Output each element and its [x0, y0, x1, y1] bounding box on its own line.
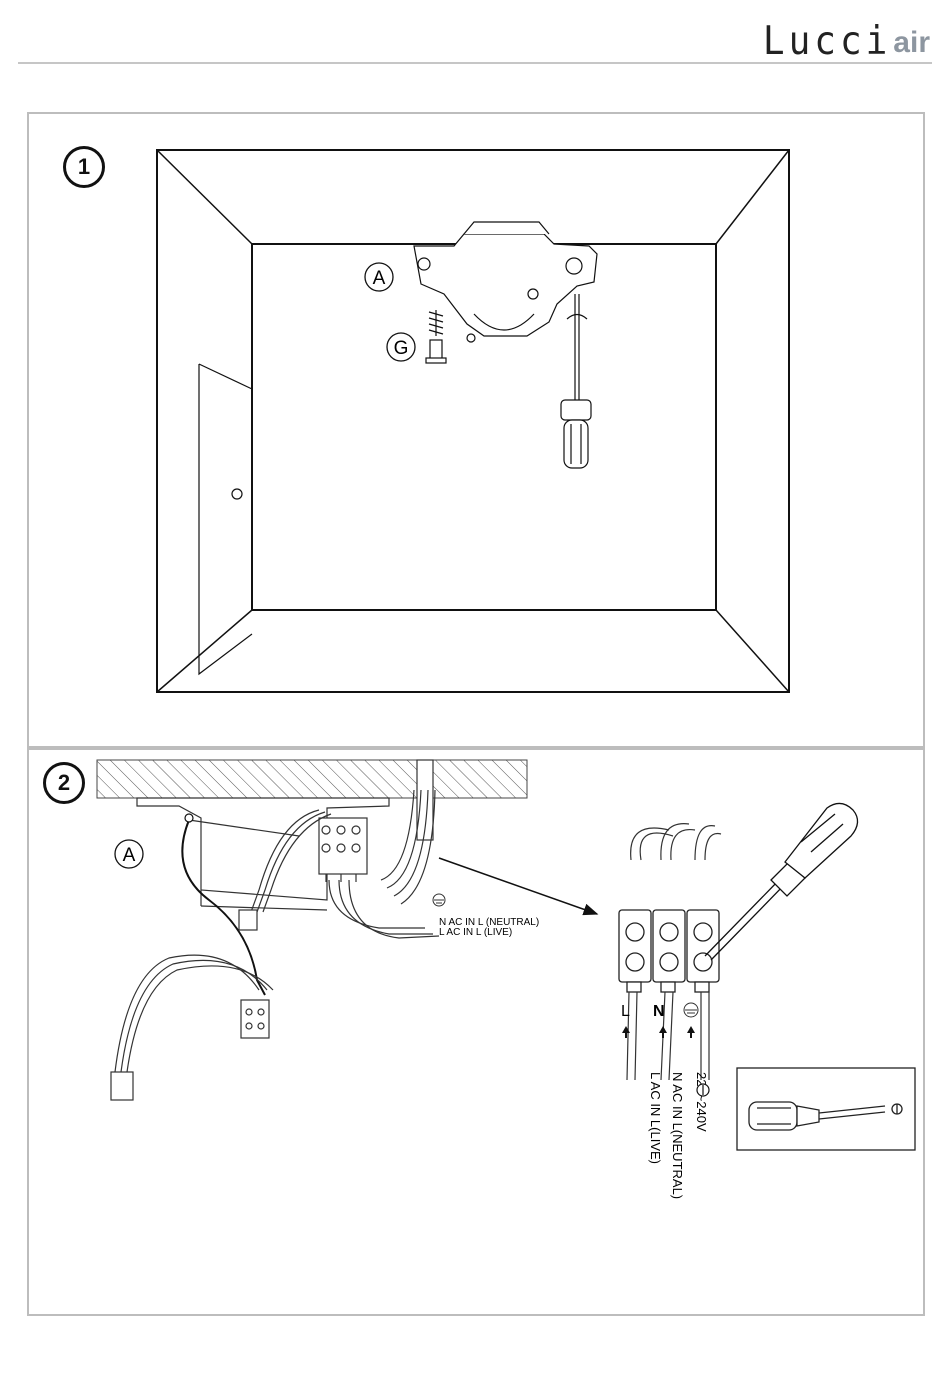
- terminal-l-label: L: [621, 1003, 630, 1020]
- terminal-ground-symbol-icon: [684, 1003, 698, 1017]
- terminal-arrows: [622, 1026, 695, 1038]
- step-2-panel: 2: [27, 748, 925, 1316]
- step-2-illustration: A N AC IN L (NEUTRAL) L AC IN L (LIVE): [29, 750, 927, 1318]
- step-1-illustration: A G: [29, 114, 927, 750]
- live-rotated-label: L AC IN L(LIVE): [648, 1072, 663, 1164]
- wiring-bundle: [115, 790, 439, 1072]
- brand-name: Lucci: [763, 20, 891, 64]
- brand-accent: air: [893, 24, 930, 62]
- label-g: G: [394, 338, 409, 359]
- live-wire-label: L AC IN L (LIVE): [439, 927, 512, 938]
- voltage-label: 220~240V: [694, 1072, 709, 1132]
- ground-symbol-icon: [433, 894, 445, 906]
- terminal-block-detail: [619, 824, 721, 1080]
- terminal-block-small: [319, 818, 367, 882]
- screwdriver-icon: [705, 803, 858, 960]
- header-divider: [18, 62, 932, 64]
- connector-plugs: [111, 910, 269, 1100]
- label-a: A: [373, 268, 386, 289]
- screwdriver-inset: [737, 1068, 915, 1150]
- step-1-panel: 1: [27, 112, 925, 748]
- ground-screw-icon: [185, 814, 193, 822]
- detail-arrow: [439, 858, 597, 914]
- ground-rotated-symbol-icon: [697, 1084, 709, 1096]
- label-a: A: [123, 845, 136, 866]
- neutral-rotated-label: N AC IN L(NEUTRAL): [670, 1072, 685, 1199]
- terminal-n-label: N: [653, 1003, 665, 1020]
